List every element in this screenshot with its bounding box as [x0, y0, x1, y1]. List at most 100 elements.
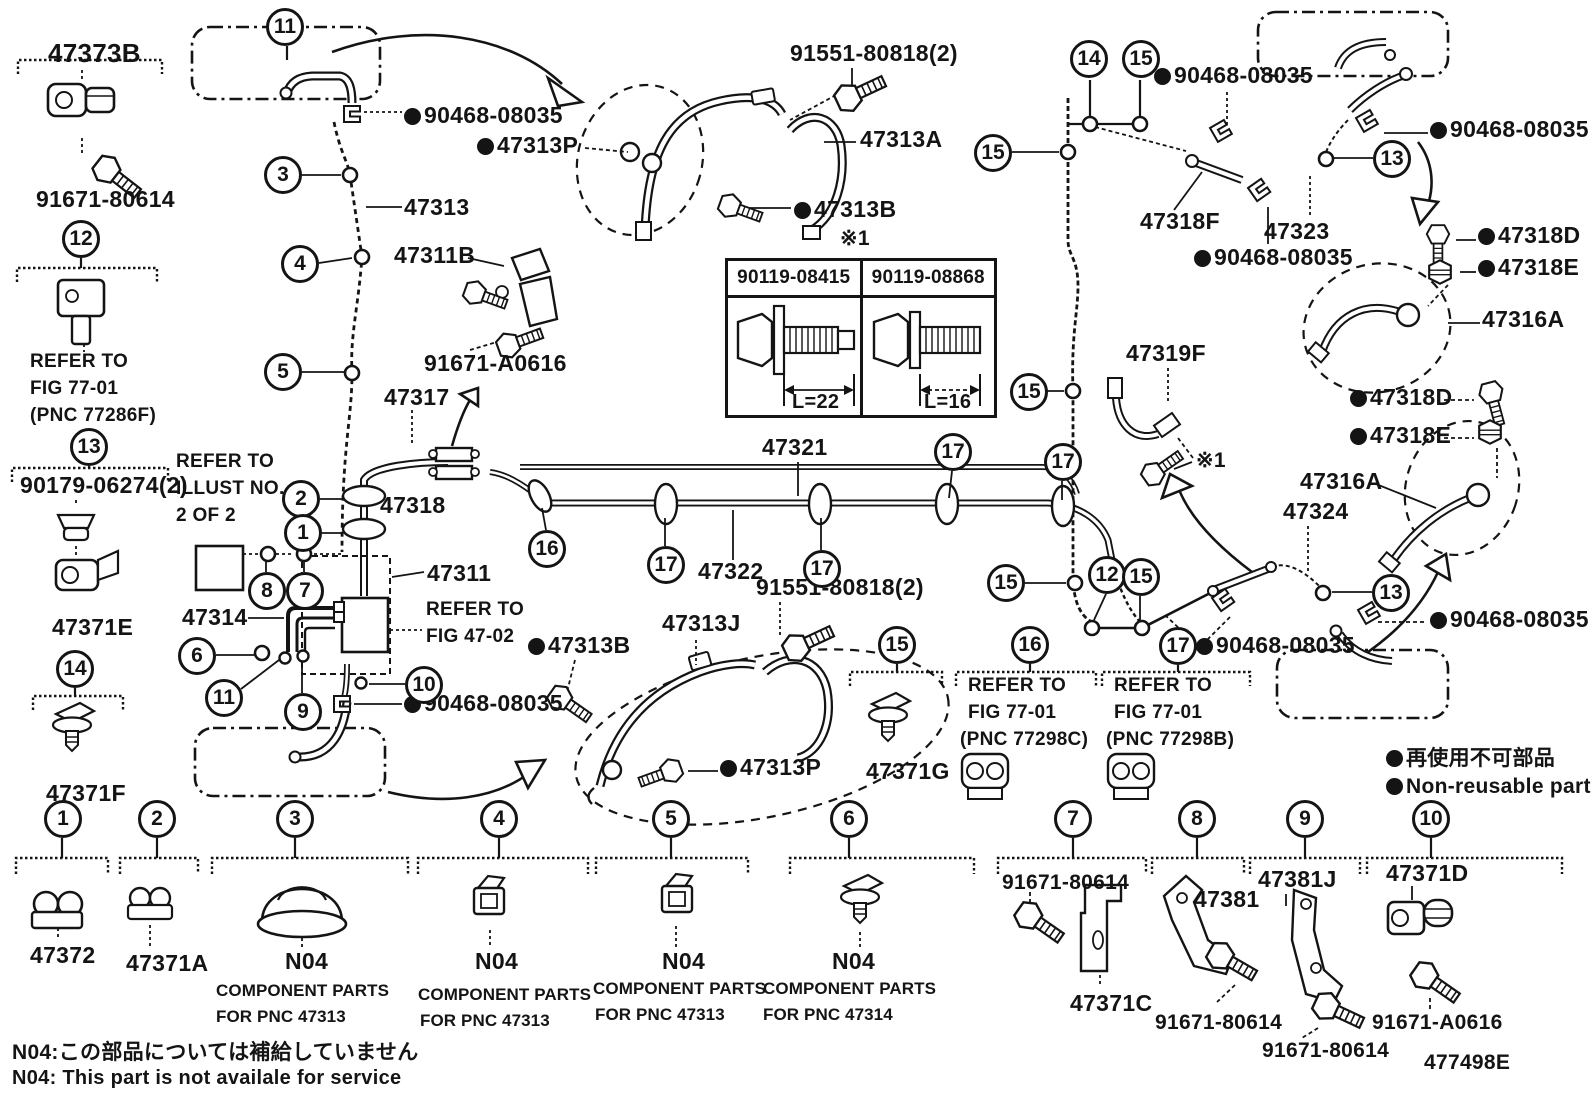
part-label-47371C: 47371C	[1070, 990, 1153, 1016]
note1-label: ※1	[840, 227, 870, 250]
callout-5: 5	[652, 800, 690, 838]
part-label-47316A: 47316A	[1482, 306, 1565, 332]
bolt-length-left: L=22	[792, 391, 840, 413]
non-reusable-dot-icon	[720, 760, 737, 777]
callout-17: 17	[1044, 443, 1082, 481]
non-reusable-dot-icon	[1350, 390, 1367, 407]
callout-10: 10	[1412, 800, 1450, 838]
for-pnc-label: FOR PNC 47314	[763, 1005, 893, 1024]
clamp-47371D-sketch	[1386, 898, 1454, 936]
part-label-47371D: 47371D	[1386, 860, 1469, 886]
bolt-icon	[1425, 224, 1451, 267]
tube-clamp-77298C-icon	[960, 752, 1010, 801]
non-reusable-dot-icon	[1350, 428, 1367, 445]
callout-15: 15	[1122, 558, 1160, 596]
footnote-jp: N04:この部品については補給していません	[12, 1041, 419, 1064]
bracket-47381J-sketch	[1290, 888, 1344, 1004]
tube-clamp-77298B-icon	[1106, 752, 1156, 801]
refer-77298c-line3: (PNC 77298C)	[960, 729, 1089, 750]
part-label-47313J: 47313J	[662, 610, 741, 636]
callout-9: 9	[1286, 800, 1324, 838]
bolt-table-header-left: 90119-08415	[728, 261, 860, 298]
callout-1: 1	[284, 514, 322, 552]
bolt-table-graphics	[736, 304, 982, 406]
bracket-47311B-sketch	[495, 247, 559, 328]
label-90468-08035: 90468-08035	[1194, 245, 1353, 270]
refer-77286f-line3: (PNC 77286F)	[30, 405, 157, 426]
nut-icon	[1478, 419, 1502, 445]
label-90468-08035: 90468-08035	[404, 691, 563, 716]
non-reusable-dot-icon	[528, 638, 545, 655]
clamp-icon	[660, 872, 694, 914]
callout-13: 13	[1372, 574, 1410, 612]
part-label-47311: 47311	[427, 560, 492, 586]
callout-4: 4	[480, 800, 518, 838]
bolt-icon	[830, 67, 891, 117]
callout-7: 7	[1054, 800, 1092, 838]
label-47318D: 47318D	[1350, 385, 1452, 410]
dashed-ellipses	[574, 83, 1521, 826]
clamp-47371E-sketch	[54, 549, 120, 592]
non-reusable-dot-icon	[1154, 68, 1171, 85]
part-sketches	[30, 67, 1513, 1037]
part-label-47319F: 47319F	[1126, 340, 1206, 366]
grommet-dome-sketch	[256, 886, 348, 939]
non-reusable-dot-icon	[1478, 260, 1495, 277]
non-reusable-dot-icon	[1386, 778, 1403, 795]
n04-label: N04	[662, 948, 706, 974]
part-label-47372: 47372	[30, 942, 96, 968]
non-reusable-dot-icon	[1194, 250, 1211, 267]
part-label-47313: 47313	[404, 194, 470, 220]
bolt-length-right: L=16	[924, 391, 972, 413]
callout-15: 15	[1010, 373, 1048, 411]
refer-fig4702-line2: FIG 47-02	[426, 626, 515, 647]
diagram-code: 477498E	[1424, 1051, 1511, 1074]
n04-label: N04	[475, 948, 519, 974]
non-reusable-dot-icon	[1478, 228, 1495, 245]
non-reusable-dot-icon	[1430, 612, 1447, 629]
part-label-47324: 47324	[1283, 498, 1349, 524]
component-parts-label: COMPONENT PARTS	[763, 979, 937, 998]
callout-16: 16	[528, 530, 566, 568]
refer-77298b-line3: (PNC 77298B)	[1106, 729, 1235, 750]
non-reusable-dot-icon	[1430, 122, 1447, 139]
refer-77286f-line1: REFER TO	[30, 351, 129, 372]
part-label-47371A: 47371A	[126, 950, 209, 976]
part-label-47322: 47322	[698, 558, 764, 584]
callout-15: 15	[974, 134, 1012, 172]
part-label-91671-80614: 91671-80614	[1262, 1039, 1390, 1062]
part-label-47371G: 47371G	[866, 758, 950, 784]
part-label-47371F: 47371F	[46, 780, 126, 806]
callout-11: 11	[266, 8, 304, 46]
callout-4: 4	[281, 245, 319, 283]
bolt-table-col-left: 90119-08415	[728, 261, 863, 415]
non-reusable-dot-icon	[1196, 638, 1213, 655]
label-47313B: 47313B	[794, 197, 896, 222]
label-90468-08035: 90468-08035	[1430, 607, 1589, 632]
non-reusable-dot-icon	[1386, 750, 1403, 767]
part-label-91671-80614: 91671-80614	[36, 186, 175, 212]
callout-13: 13	[1373, 140, 1411, 178]
part-label-47381: 47381	[1194, 886, 1260, 912]
part-label-90179-06274: 90179-06274(2)	[20, 472, 188, 498]
refer-fig4702-line1: REFER TO	[426, 599, 525, 620]
sensor-77286F-sketch	[56, 278, 106, 346]
callout-14: 14	[56, 650, 94, 688]
part-label-47318: 47318	[380, 492, 446, 518]
callout-2: 2	[282, 480, 320, 518]
component-parts-label: COMPONENT PARTS	[418, 985, 592, 1004]
clamp-icon	[472, 874, 506, 916]
for-pnc-label: FOR PNC 47313	[595, 1005, 725, 1024]
part-label-47371E: 47371E	[52, 614, 134, 640]
callout-9: 9	[284, 693, 322, 731]
part-label-47317: 47317	[384, 384, 450, 410]
bolt-icon	[1405, 956, 1466, 1011]
part-label-47373B: 47373B	[48, 38, 141, 68]
label-47318E: 47318E	[1350, 423, 1451, 448]
callout-12: 12	[1088, 556, 1126, 594]
callout-3: 3	[276, 800, 314, 838]
part-label-47318F: 47318F	[1140, 208, 1220, 234]
clamp-47371A-sketch	[126, 886, 174, 921]
legend-en: Non-reusable part	[1386, 776, 1591, 798]
